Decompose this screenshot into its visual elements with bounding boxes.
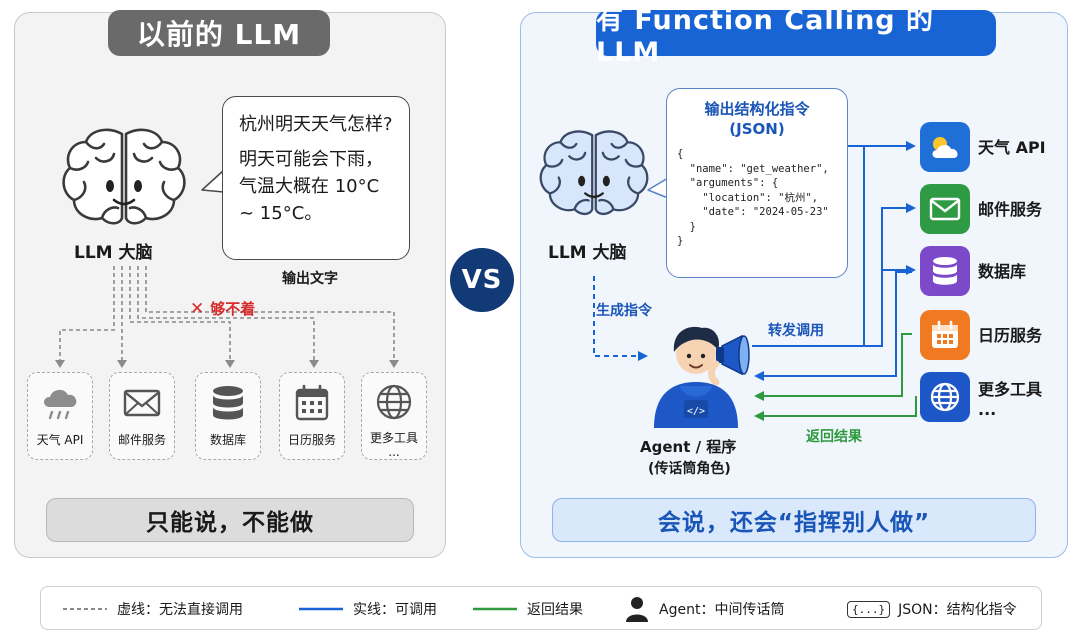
json-bubble: 输出结构化指令 (JSON) { "name": "get_weather", … — [666, 88, 848, 278]
left-tool-weather: 天气 API — [27, 372, 93, 460]
service-label-mail: 邮件服务 — [978, 200, 1043, 219]
json-bubble-tail — [647, 177, 669, 199]
left-summary-bar: 只能说，不能做 — [46, 498, 414, 542]
left-tool-more: 更多工具... — [361, 372, 427, 460]
legend-json: {...} JSON：结构化指令 — [847, 587, 1017, 631]
blue-brain-icon — [539, 130, 649, 216]
service-label-weather: 天气 API — [978, 138, 1046, 157]
left-tool-calendar: 日历服务 — [279, 372, 345, 460]
left-panel-title: 以前的 LLM — [108, 10, 330, 56]
svg-text:</>: </> — [687, 406, 705, 417]
legend-agent: Agent：中间传话筒 — [625, 587, 784, 631]
speech-tail — [201, 169, 225, 193]
service-label-database: 数据库 — [978, 262, 1027, 281]
legend-green: 返回结果 — [473, 587, 583, 631]
vs-badge: VS — [450, 248, 514, 312]
calendar-icon — [932, 320, 958, 348]
json-subtitle: (JSON) — [729, 120, 785, 138]
service-tile-weather — [920, 122, 970, 172]
cannot-reach-label: ✕够不着 — [190, 299, 256, 319]
agent-sub-label: (传话筒角色) — [648, 461, 731, 477]
right-connectors — [593, 141, 917, 421]
dashed-line-icon — [63, 608, 107, 610]
agent-person-icon: </> — [654, 326, 750, 428]
agent-label: Agent / 程序 — [640, 438, 737, 456]
json-code: { "name": "get_weather", "arguments": { … — [677, 148, 829, 247]
person-icon — [626, 597, 648, 622]
legend: 虚线：无法直接调用 实线：可调用 返回结果 Agent：中间传话筒 {...} … — [40, 586, 1042, 630]
output-text-label: 输出文字 — [282, 271, 338, 287]
service-tile-more — [920, 372, 970, 422]
dashed-connectors — [55, 266, 399, 368]
service-tile-mail — [920, 184, 970, 234]
service-label-calendar: 日历服务 — [978, 326, 1043, 345]
json-badge-icon: {...} — [847, 600, 891, 618]
speech-question: 杭州明天天气怎样? — [239, 114, 393, 135]
weather-icon — [932, 137, 958, 158]
database-icon — [933, 257, 957, 285]
x-icon: ✕ — [190, 299, 205, 319]
gen-command-label: 生成指令 — [596, 303, 652, 319]
json-title: 输出结构化指令 — [704, 100, 810, 118]
left-tool-mail: 邮件服务 — [109, 372, 175, 460]
mail-icon — [123, 389, 161, 417]
mail-icon — [929, 197, 961, 221]
globe-icon — [376, 384, 412, 420]
legend-dashed: 虚线：无法直接调用 — [63, 587, 243, 631]
speech-answer: 明天可能会下雨，气温大概在 10°C ~ 15°C。 — [239, 149, 383, 224]
right-summary-bar: 会说，还会“指挥别人做” — [552, 498, 1036, 542]
speech-bubble: 杭州明天天气怎样? 明天可能会下雨，气温大概在 10°C ~ 15°C。 — [222, 96, 410, 260]
right-brain-label: LLM 大脑 — [548, 243, 627, 263]
solid-blue-line-icon — [299, 607, 343, 611]
left-tool-database: 数据库 — [195, 372, 261, 460]
globe-icon — [930, 382, 960, 412]
right-panel-title: 有 Function Calling 的 LLM — [596, 5, 996, 68]
solid-green-line-icon — [473, 607, 517, 611]
return-result-label: 返回结果 — [806, 429, 862, 445]
cloud-rain-icon — [44, 389, 77, 420]
service-tile-calendar — [920, 310, 970, 360]
legend-solid: 实线：可调用 — [299, 587, 437, 631]
database-icon — [213, 386, 243, 420]
service-tile-database — [920, 246, 970, 296]
calendar-icon — [295, 384, 329, 421]
left-brain-label: LLM 大脑 — [74, 243, 153, 263]
forward-call-label: 转发调用 — [768, 323, 824, 339]
brain-icon — [62, 128, 186, 225]
service-label-more: 更多工具... — [978, 380, 1043, 419]
